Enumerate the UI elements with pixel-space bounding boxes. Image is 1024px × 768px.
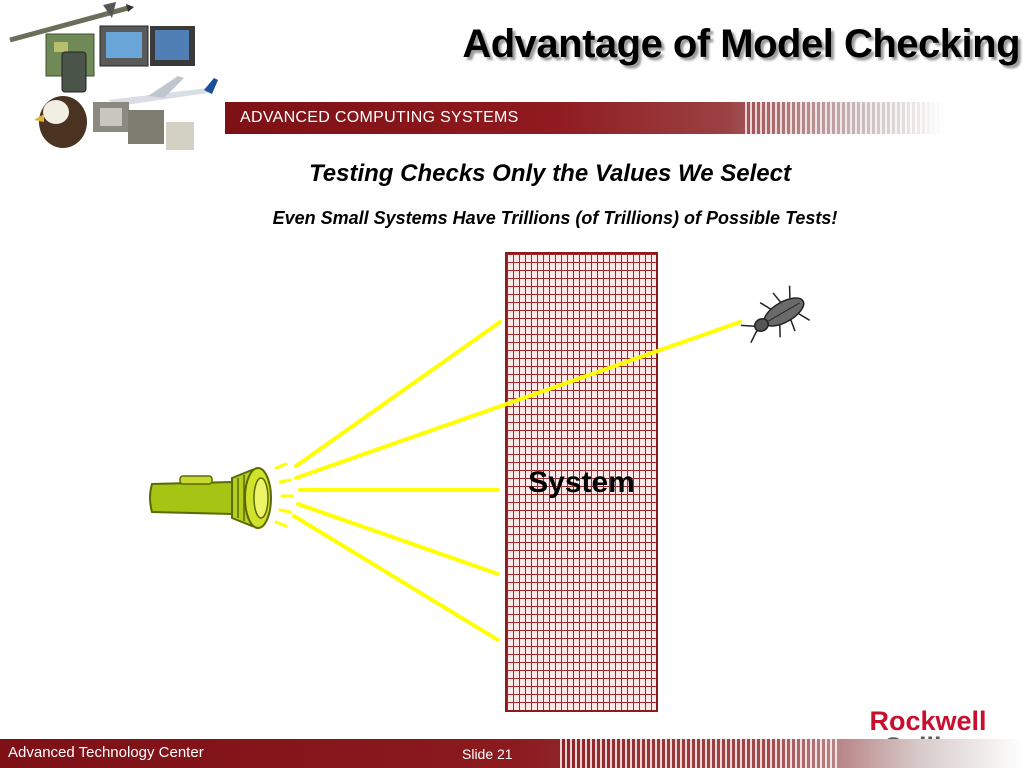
light-beam xyxy=(292,514,500,642)
footer-organization: Advanced Technology Center xyxy=(8,744,204,761)
header-collage-image xyxy=(9,2,218,150)
system-label: System xyxy=(528,466,635,499)
radio-icon xyxy=(61,51,87,93)
document-icon xyxy=(166,122,194,150)
slide-number: Slide 21 xyxy=(462,746,513,762)
header-banner: ADVANCED COMPUTING SYSTEMS xyxy=(225,102,945,134)
slide-title: Advantage of Model Checking xyxy=(462,22,1020,66)
missile-icon xyxy=(9,2,134,43)
lens-glow xyxy=(274,462,294,528)
banner-text: ADVANCED COMPUTING SYSTEMS xyxy=(240,109,519,126)
slide-subsubtitle: Even Small Systems Have Trillions (of Tr… xyxy=(272,208,838,228)
light-beam xyxy=(294,320,502,468)
flashlight-icon xyxy=(149,467,272,529)
light-beams xyxy=(292,320,742,642)
light-beam xyxy=(296,502,500,576)
slide-subtitle: Testing Checks Only the Values We Select xyxy=(309,160,791,187)
airplane-icon xyxy=(108,76,218,106)
eagle-icon xyxy=(34,96,87,148)
light-beam-to-bug xyxy=(294,320,742,480)
computer-module-icon xyxy=(128,110,164,144)
banner-stripes xyxy=(745,102,945,134)
footer-bar: Advanced Technology Center Slide 21 xyxy=(0,739,1024,768)
beetle-icon xyxy=(740,285,810,343)
logo-line-1: Rockwell xyxy=(869,706,987,736)
footer-stripes xyxy=(560,739,840,768)
system-wall xyxy=(505,252,658,712)
